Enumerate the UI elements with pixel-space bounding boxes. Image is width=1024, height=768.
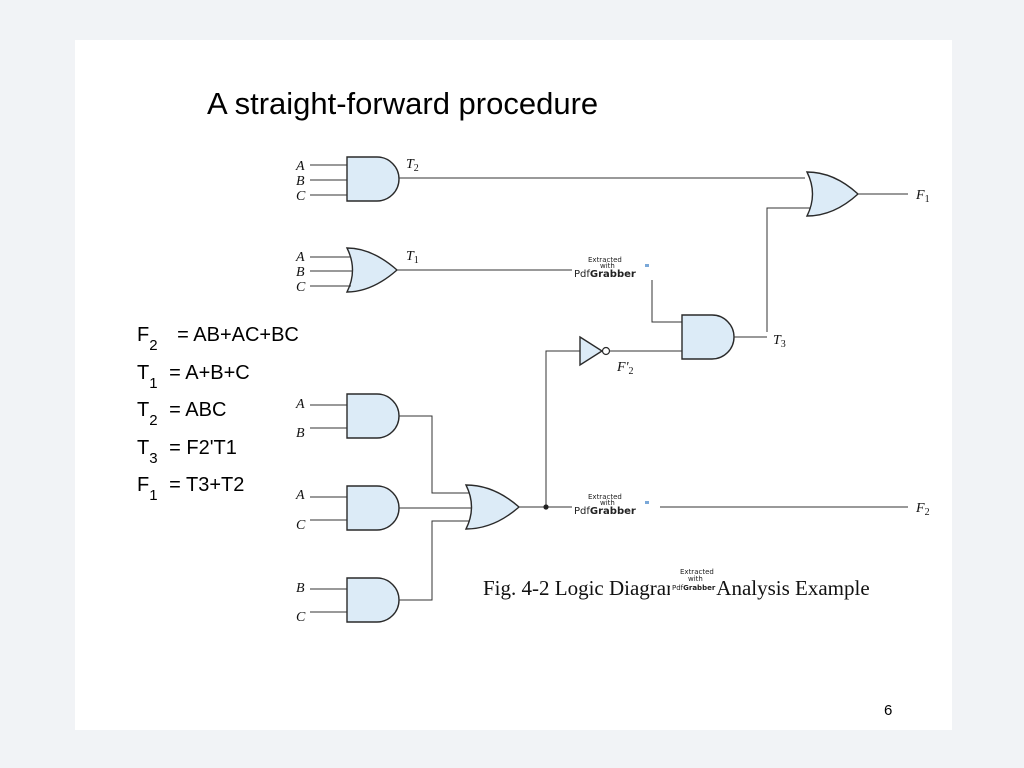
- label-f2-prime: F'2: [616, 360, 634, 377]
- label-a-2: A: [295, 250, 305, 265]
- or-gate-f1: [805, 171, 860, 217]
- label-b-3: B: [296, 426, 305, 441]
- or-gate-f2: [464, 484, 521, 530]
- label-c-4: C: [296, 518, 306, 533]
- equation-t1: T1 = A+B+C: [137, 362, 250, 392]
- watermark-2: Extracted with PdfGrabber: [574, 493, 649, 517]
- and-gate-bc: [346, 577, 400, 623]
- label-t2: T2: [406, 157, 419, 174]
- equation-t3: T3 = F2'T1: [137, 437, 237, 467]
- label-c-5: C: [296, 610, 306, 625]
- junction-dot: [543, 504, 549, 510]
- svg-text:PdfGrabber: PdfGrabber: [574, 269, 636, 280]
- watermark-3: Extracted with PdfGrabber: [670, 567, 716, 595]
- page-number: 6: [884, 702, 893, 719]
- label-b-2: B: [296, 265, 305, 280]
- and-gate-ab: [346, 393, 400, 439]
- equation-f2: F2 = AB+AC+BC: [137, 324, 299, 354]
- label-t1: T1: [406, 249, 419, 266]
- label-f1: F1: [915, 188, 930, 205]
- label-b-5: B: [296, 581, 305, 596]
- watermark-1: Extracted with PdfGrabber: [574, 256, 649, 280]
- slide-title: A straight-forward procedure: [207, 86, 599, 121]
- label-b-1: B: [296, 174, 305, 189]
- and-gate-ac: [346, 485, 400, 531]
- inverter-gate: [579, 335, 611, 367]
- and-gate-t3: [681, 314, 735, 360]
- label-a-1: A: [295, 159, 305, 174]
- or-gate-t1: [345, 247, 399, 293]
- svg-text:with: with: [600, 499, 615, 507]
- svg-text:PdfGrabber: PdfGrabber: [574, 506, 636, 517]
- equation-t2: T2 = ABC: [137, 399, 227, 429]
- svg-text:Extracted: Extracted: [588, 256, 622, 264]
- label-t3: T3: [773, 333, 786, 350]
- svg-text:with: with: [600, 262, 615, 270]
- label-c-2: C: [296, 280, 306, 295]
- svg-text:with: with: [688, 575, 703, 583]
- label-f2: F2: [915, 501, 930, 518]
- equation-f1: F1 = T3+T2: [137, 474, 245, 504]
- diagram-image-bg: [290, 150, 936, 625]
- svg-text:PdfGrabber: PdfGrabber: [672, 584, 716, 592]
- label-a-3: A: [295, 397, 305, 412]
- svg-text:Extracted: Extracted: [588, 493, 622, 501]
- svg-text:Extracted: Extracted: [680, 568, 714, 576]
- and-gate-t2: [346, 156, 400, 202]
- label-a-4: A: [295, 488, 305, 503]
- label-c-1: C: [296, 189, 306, 204]
